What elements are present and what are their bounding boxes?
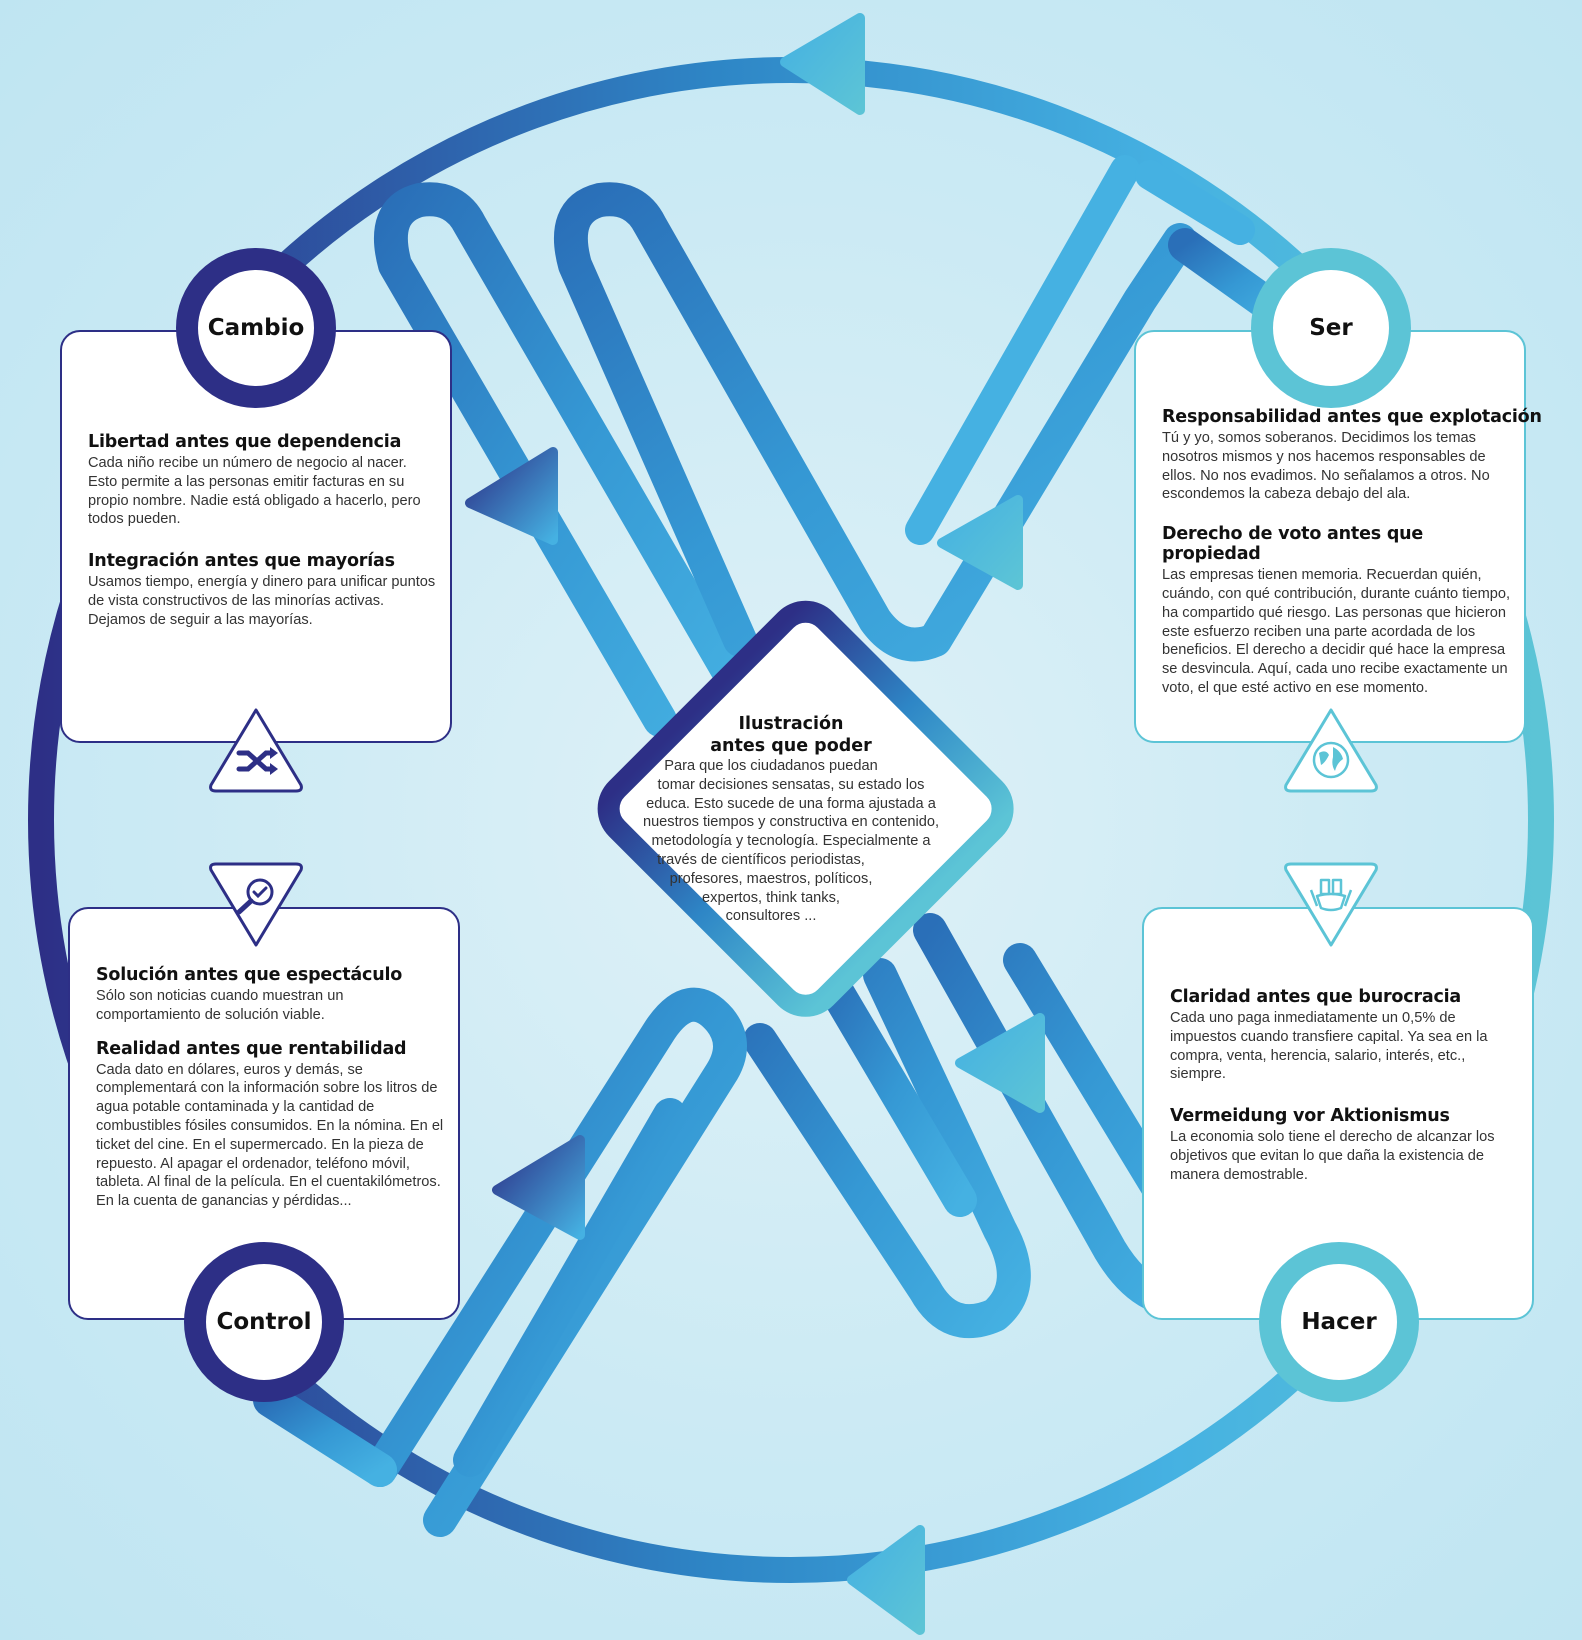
ser-heading-1: Responsabilidad antes que explotación — [1162, 407, 1542, 427]
cambio-heading-1: Libertad antes que dependencia — [88, 432, 402, 452]
cambio-heading-2: Integración antes que mayorías — [88, 551, 395, 572]
center-text-block: Ilustración antes que poder Para que los… — [601, 713, 981, 926]
control-heading-2: Realidad antes que rentabilidad — [96, 1038, 407, 1059]
center-line: consultores ... — [725, 908, 817, 925]
arrow-top — [780, 13, 865, 115]
center-title-line2: antes que poder — [710, 736, 872, 756]
arrow-bottom — [847, 1525, 925, 1635]
hacer-heading-2: Vermeidung vor Aktionismus — [1170, 1106, 1450, 1127]
arrow-lower-right — [955, 1013, 1045, 1113]
cambio-text-1: Cada niño recibe un número de negocio al… — [88, 455, 421, 528]
center-body: Para que los ciudadanos puedan tomar dec… — [601, 757, 981, 926]
control-heading-1: Solución antes que espectáculo — [96, 965, 403, 985]
hacer-card: Claridad antes que burocracia Cada uno p… — [1142, 907, 1534, 1320]
cambio-text-2: Usamos tiempo, energía y dinero para uni… — [88, 574, 436, 628]
center-line: educa. Esto sucede de una forma ajustada… — [646, 795, 936, 812]
cambio-badge: Cambio — [176, 248, 336, 408]
center-line: Para que los ciudadanos puedan — [664, 758, 878, 774]
control-text-1: Sólo son noticias cuando muestran un com… — [96, 988, 344, 1023]
shuffle-icon — [209, 708, 303, 793]
center-line: profesores, maestros, políticos, — [669, 870, 873, 887]
control-text-2: Cada dato en dólares, euros y demás, se … — [96, 1061, 444, 1210]
hacer-text-1: Cada uno paga inmediatamente un 0,5% de … — [1170, 1010, 1488, 1083]
ser-text-2: Las empresas tienen memoria. Recuerdan q… — [1162, 567, 1511, 696]
arrow-lower-left — [492, 1135, 585, 1240]
ser-badge: Ser — [1251, 248, 1411, 408]
ser-badge-label: Ser — [1309, 315, 1353, 341]
magnifier-check-icon — [209, 862, 303, 947]
control-badge-label: Control — [216, 1309, 312, 1335]
hands-icon — [1284, 862, 1378, 947]
center-line: expertos, think tanks, — [702, 889, 840, 906]
center-diamond-frame — [597, 600, 1014, 1017]
cambio-badge-label: Cambio — [207, 315, 305, 341]
center-line: tomar decisiones sensatas, su estado los — [657, 776, 925, 793]
hacer-text-2: La economia solo tiene el derecho de alc… — [1170, 1129, 1495, 1183]
center-line: nuestros tiempos y constructiva en conte… — [642, 814, 940, 831]
hacer-badge: Hacer — [1259, 1242, 1419, 1402]
center-line: través de científicos periodistas, — [657, 851, 865, 868]
control-badge: Control — [184, 1242, 344, 1402]
arrow-mid-left — [465, 447, 558, 545]
center-line: metodología y tecnología. Especialmente … — [651, 833, 931, 850]
band-descending — [373, 182, 1307, 1339]
globe-icon — [1284, 708, 1378, 793]
arrow-mid-right — [937, 495, 1023, 590]
ser-text-1: Tú y yo, somos soberanos. Decidimos los … — [1162, 430, 1490, 503]
hacer-badge-label: Hacer — [1301, 1309, 1377, 1335]
ser-heading-2: Derecho de voto antes que propiedad — [1162, 524, 1424, 565]
ser-card: Responsabilidad antes que explotación Tú… — [1134, 330, 1542, 743]
center-title-line1: Ilustración — [738, 714, 844, 734]
hacer-heading-1: Claridad antes que burocracia — [1170, 987, 1462, 1007]
